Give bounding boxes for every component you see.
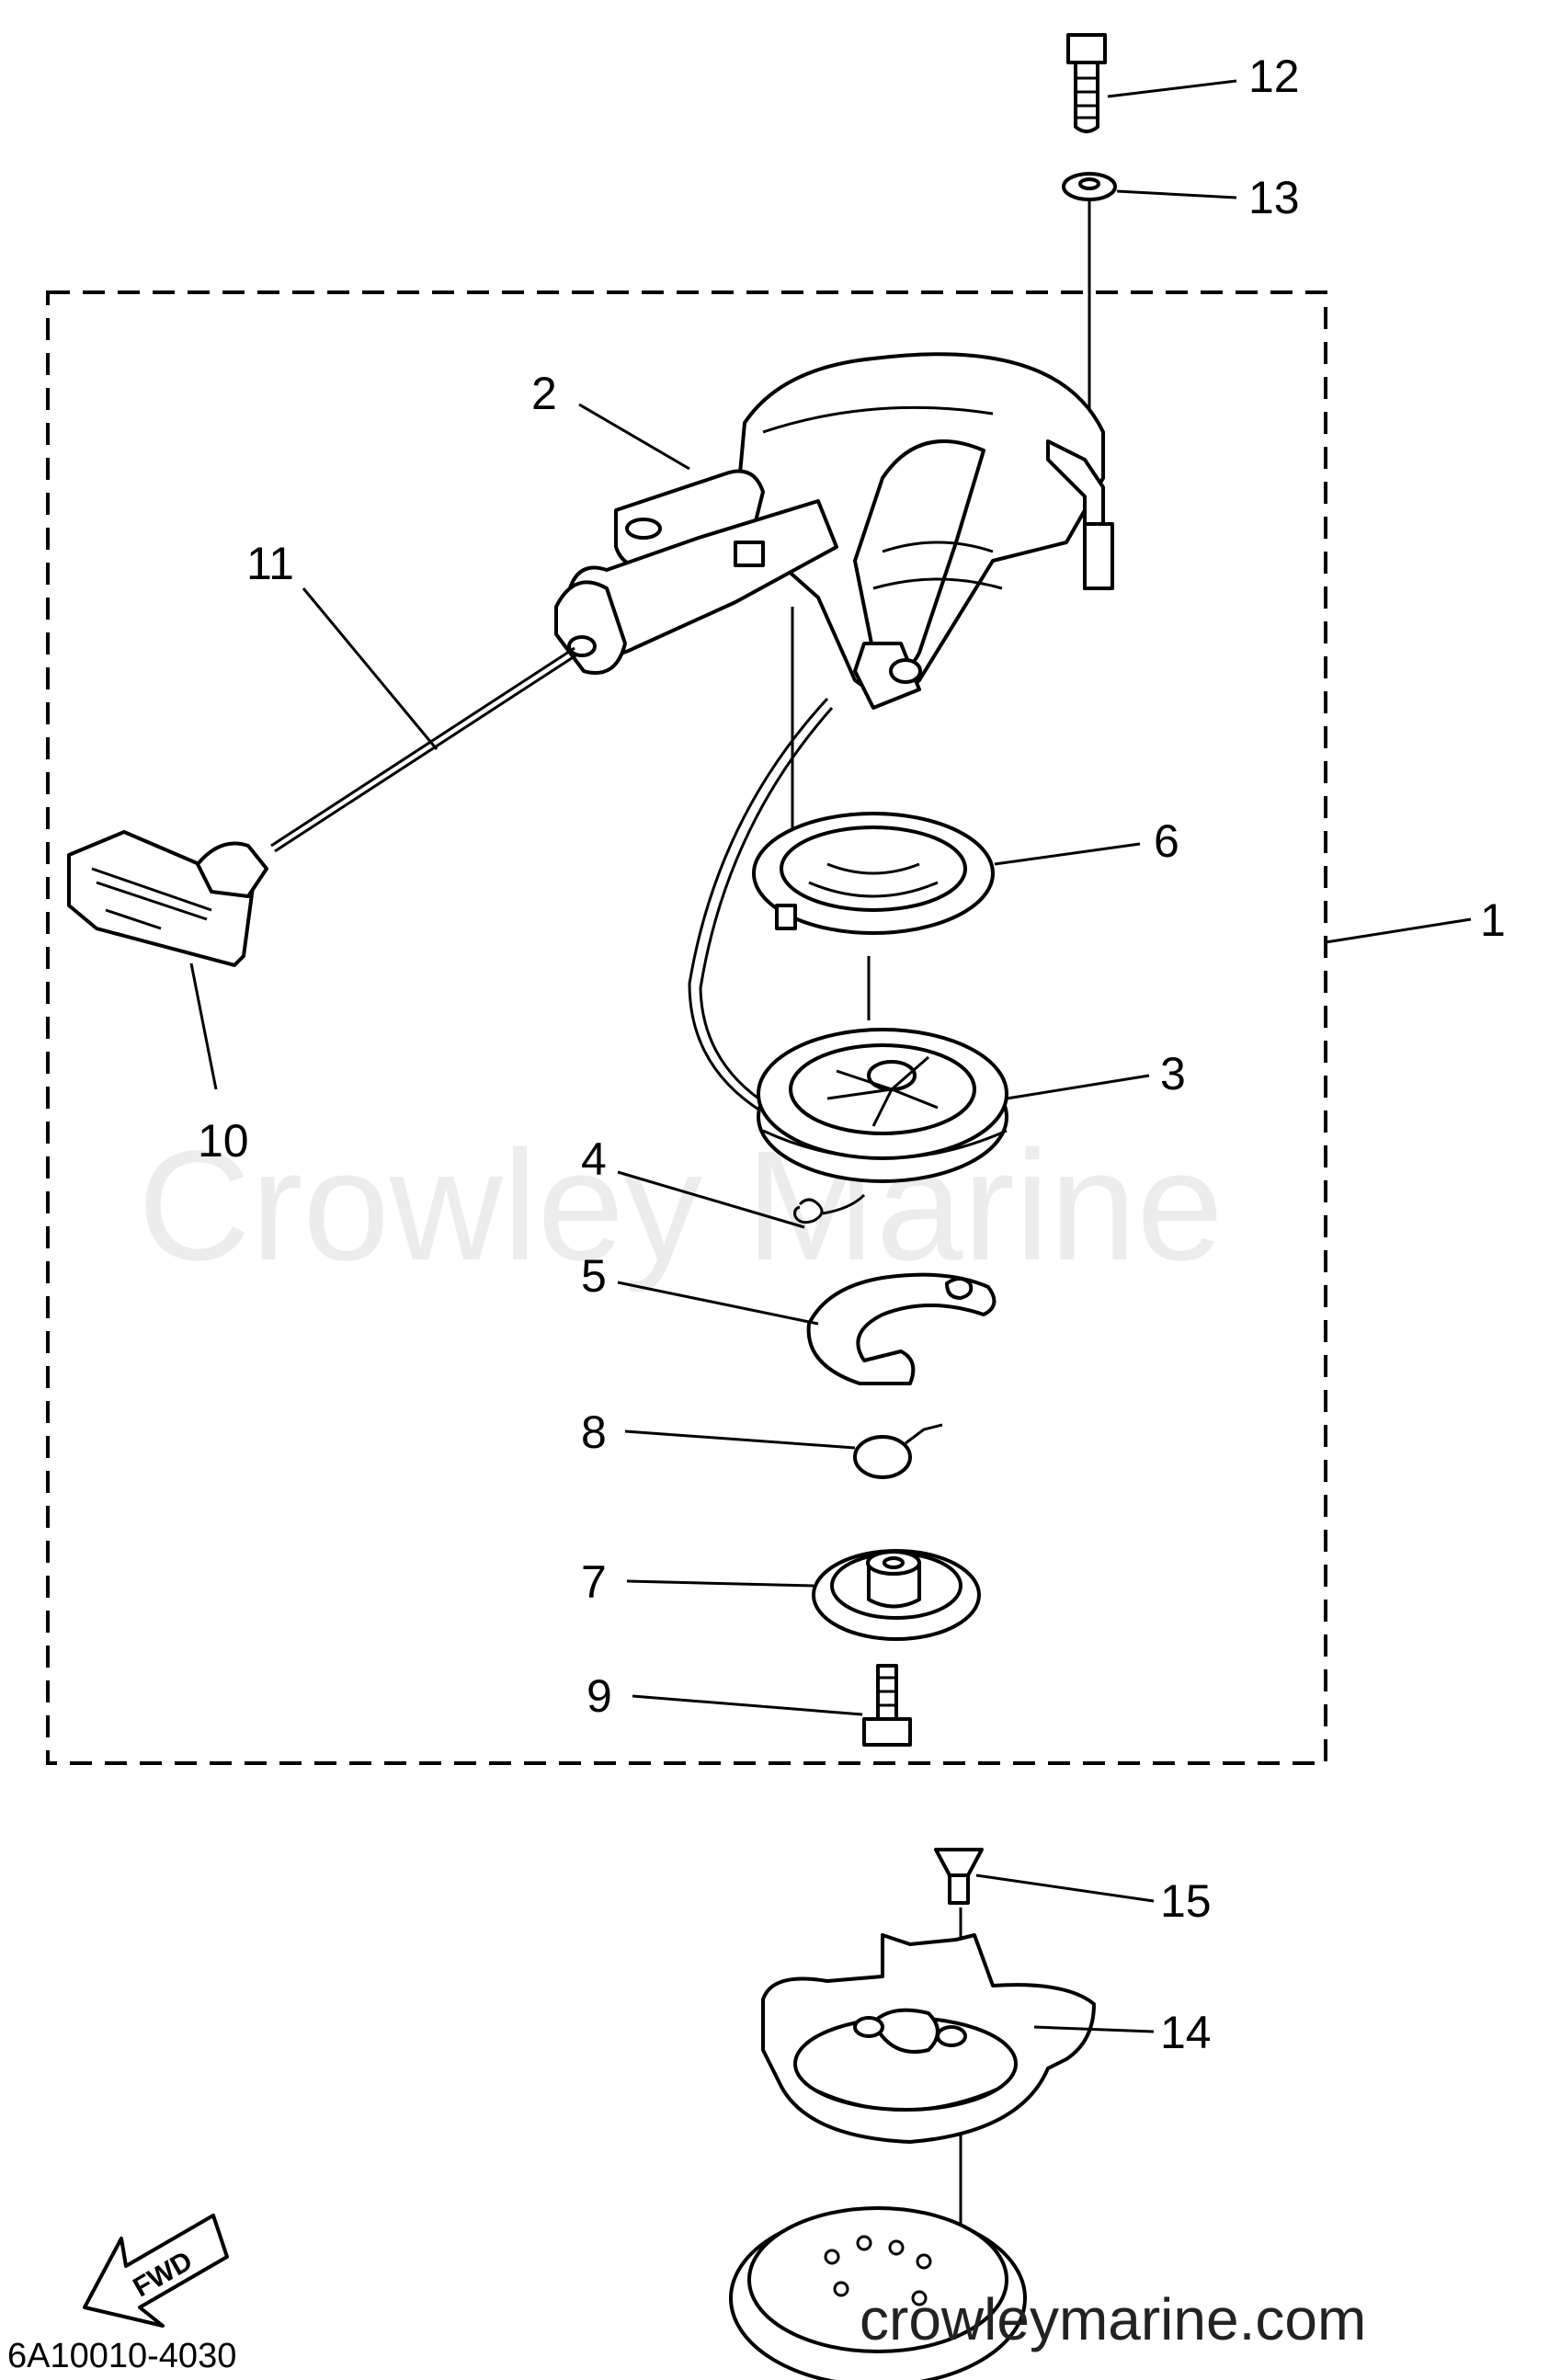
part-6-spring[interactable] [752, 812, 995, 935]
watermark-text: Crowley Marine [138, 1119, 1224, 1293]
part-15-screw[interactable] [934, 1848, 984, 1905]
part-14-drive-cup[interactable] [761, 1933, 1096, 2144]
callout-10: 10 [198, 1115, 249, 1167]
callout-8: 8 [581, 1406, 607, 1458]
callout-1: 1 [1480, 894, 1506, 946]
part-9-bolt[interactable] [862, 1664, 912, 1747]
callout-13: 13 [1248, 172, 1300, 223]
part-2-starter-case[interactable] [554, 352, 1114, 710]
callout-6: 6 [1154, 815, 1179, 867]
callout-5: 5 [581, 1250, 607, 1302]
diagram-code: 6A10010-4030 [7, 2337, 236, 2375]
part-7-drive-plate[interactable] [812, 1549, 981, 1641]
part-4-clip-spring[interactable] [793, 1193, 866, 1224]
callout-2: 2 [531, 368, 557, 419]
callout-14: 14 [1160, 2007, 1212, 2058]
assembly-dashed-box [46, 290, 1327, 1765]
flywheel-partial [729, 2206, 1027, 2380]
callout-11: 11 [246, 538, 294, 589]
part-3-pulley[interactable] [757, 1028, 1008, 1183]
callout-4: 4 [581, 1133, 607, 1185]
part-12-bolt[interactable] [1066, 33, 1107, 133]
callout-7: 7 [581, 1556, 607, 1608]
leader-lines [189, 79, 1472, 2033]
part-8-small-spring[interactable] [853, 1423, 943, 1479]
part-13-washer[interactable] [1062, 172, 1117, 201]
website-text: crowleymarine.com [860, 2286, 1366, 2352]
callout-9: 9 [587, 1670, 612, 1722]
part-10-handle[interactable] [67, 830, 268, 967]
callout-3: 3 [1160, 1048, 1186, 1099]
callout-15: 15 [1160, 1875, 1212, 1927]
part-5-drive-pawl[interactable] [806, 1272, 997, 1385]
callout-12: 12 [1248, 51, 1300, 102]
fwd-arrow: FWD [83, 2214, 229, 2328]
